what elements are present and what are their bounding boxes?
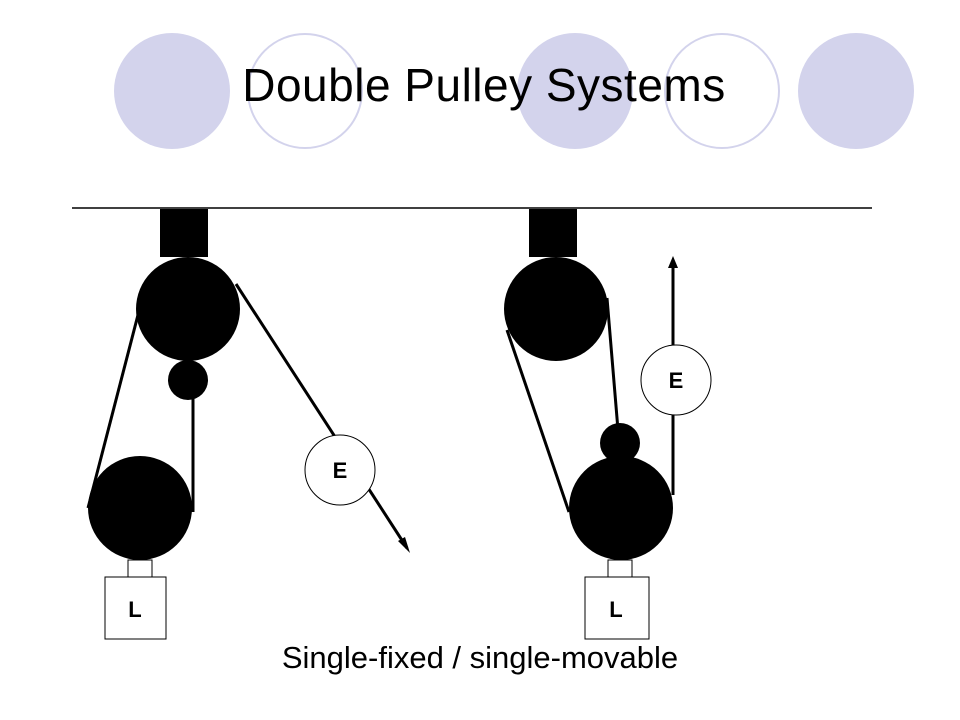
right-effort-arrowhead	[668, 256, 678, 268]
decor-circle-1	[114, 33, 230, 149]
right-effort-label: E	[669, 368, 684, 393]
left-mount-bracket	[160, 209, 208, 257]
left-pulley-system: L E	[86, 209, 410, 640]
slide-title: Double Pulley Systems	[242, 59, 726, 111]
left-effort-label: E	[333, 458, 348, 483]
right-small-pulley	[600, 423, 640, 463]
left-load-hook	[127, 559, 153, 578]
left-movable-pulley	[88, 456, 192, 560]
left-rope-outer	[86, 310, 141, 509]
decor-circle-5	[798, 33, 914, 149]
right-mount-bracket	[529, 209, 577, 257]
slide-caption: Single-fixed / single-movable	[281, 640, 679, 675]
right-fixed-pulley	[504, 257, 608, 361]
left-load-box	[104, 576, 167, 640]
right-pulley-system: L E	[504, 209, 712, 640]
left-load-label: L	[128, 597, 141, 622]
left-rope-effort	[234, 283, 409, 549]
right-rope-outer	[505, 329, 571, 513]
right-load-box	[584, 576, 650, 640]
right-effort-circle	[640, 344, 712, 416]
right-movable-pulley	[569, 456, 673, 560]
decor-circle-4	[664, 33, 780, 149]
decor-circle-2	[247, 33, 363, 149]
right-rope-inner	[605, 297, 620, 431]
left-small-pulley	[168, 360, 208, 400]
left-effort-arrowhead	[398, 537, 410, 553]
left-effort-circle	[304, 434, 376, 506]
right-load-label: L	[609, 597, 622, 622]
decorative-circles	[114, 33, 914, 149]
left-fixed-pulley	[136, 257, 240, 361]
right-load-hook	[607, 559, 633, 578]
decor-circle-3	[517, 33, 633, 149]
